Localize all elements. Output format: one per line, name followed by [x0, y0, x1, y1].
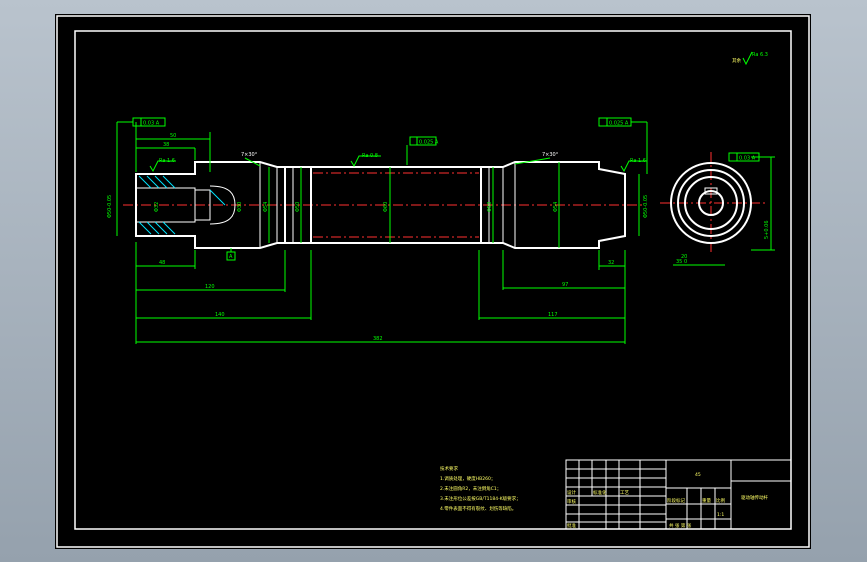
- length-dimensions: 48 120 140 382 117 97 32 50 38: [135, 122, 626, 344]
- tb-checker: 审核: [567, 498, 576, 505]
- dim-len-117: 117: [548, 312, 558, 318]
- tb-designer: 设计: [567, 489, 576, 496]
- gtol-key: 0.03 A: [739, 156, 756, 162]
- tb-material: 45: [695, 472, 701, 478]
- dim-d-right-b: Φ54: [553, 202, 559, 212]
- note-4: 4.零件表面不得有裂纹、划伤等缺陷。: [440, 505, 516, 512]
- dim-key-height: 5+0.06: [764, 220, 770, 239]
- end-section-view: 5+0.06 35 0 20 0.03 A: [660, 152, 775, 266]
- diameter-labels: Φ60 Φ54 Φ50 Φ50 Φ54 Φ32 Φ30 Φ50-0.05 Φ50…: [107, 162, 649, 248]
- tb-sheet: 共 张 第 张: [669, 522, 692, 529]
- left-bore-section: [136, 175, 236, 235]
- dim-len-97: 97: [562, 282, 568, 288]
- tb-process: 工艺: [620, 490, 629, 496]
- tb-part-name: 驱动轴传动杆: [741, 494, 768, 501]
- dim-len-32: 32: [608, 260, 614, 266]
- engineering-drawing: 其余 Ra 6.3: [56, 15, 810, 548]
- datum-label: A: [229, 254, 233, 260]
- inner-border: [74, 30, 792, 530]
- tb-weight: 重量: [702, 497, 711, 504]
- rough-right: Ra 1.6: [630, 158, 646, 164]
- dim-len-140: 140: [215, 312, 225, 318]
- tb-approve: 批准: [567, 522, 576, 529]
- chamfer-left: 7×30°: [241, 152, 258, 158]
- title-block: 45 驱动轴传动杆 设计 审核 标准化 工艺 批准 阶段标记 重量 比例 1:1…: [565, 459, 792, 530]
- dim-d-right-end: Φ50-0.05: [643, 195, 649, 218]
- notes-heading: 技术要求: [440, 465, 458, 472]
- dim-d-bore: Φ32: [154, 202, 160, 212]
- note-3: 3.未注形位公差按GB/T1184-K级要求；: [440, 495, 521, 502]
- rough-default-text: Ra 6.3: [752, 52, 768, 58]
- rough-left: Ra 1.6: [159, 158, 175, 164]
- dim-len-step: 38: [163, 142, 169, 148]
- dim-d-left-b: Φ50: [295, 202, 301, 212]
- note-2: 2.未注圆角R2，未注倒角C1；: [440, 485, 501, 492]
- dim-len-120: 120: [205, 284, 215, 290]
- dim-d-right-a: Φ50: [487, 202, 493, 212]
- tb-stage: 阶段标记: [667, 497, 685, 504]
- tb-standard: 标准化: [593, 489, 607, 496]
- annotations: 7×30° 7×30° Ra 0.8 Ra 1.6 Ra 1.6 0.025 A…: [116, 117, 648, 261]
- dim-d-main: Φ60: [383, 202, 389, 212]
- note-1: 1.调质处理，硬度HB260；: [440, 475, 495, 482]
- gtol-mid: 0.025 A: [419, 140, 439, 146]
- rough-corner-label: 其余: [732, 57, 741, 64]
- rough-mid: Ra 0.8: [362, 153, 378, 159]
- dim-len-total: 382: [373, 336, 383, 342]
- dim-key-depth: 35 0: [676, 259, 687, 265]
- shaft-outline: [135, 161, 626, 249]
- dim-len-bore: 48: [159, 260, 165, 266]
- chamfer-right: 7×30°: [542, 152, 559, 158]
- drawing-sheet: 其余 Ra 6.3: [55, 14, 811, 549]
- dim-len-50: 50: [170, 133, 176, 139]
- dim-key-width: 20: [681, 254, 687, 260]
- dim-d-counter: Φ30: [237, 202, 243, 212]
- tb-scale: 1:1: [717, 512, 724, 518]
- outer-border: [56, 15, 810, 548]
- tb-ratio: 比例: [716, 497, 725, 504]
- default-roughness-mark: 其余 Ra 6.3: [732, 51, 768, 66]
- gtol-right: 0.025 A: [609, 121, 629, 127]
- dim-d-left-end: Φ50-0.05: [107, 195, 113, 218]
- dim-d-left-a: Φ54: [263, 202, 269, 212]
- gtol-left: 0.03 A: [143, 121, 160, 127]
- technical-notes: 技术要求 1.调质处理，硬度HB260； 2.未注圆角R2，未注倒角C1； 3.…: [440, 465, 521, 512]
